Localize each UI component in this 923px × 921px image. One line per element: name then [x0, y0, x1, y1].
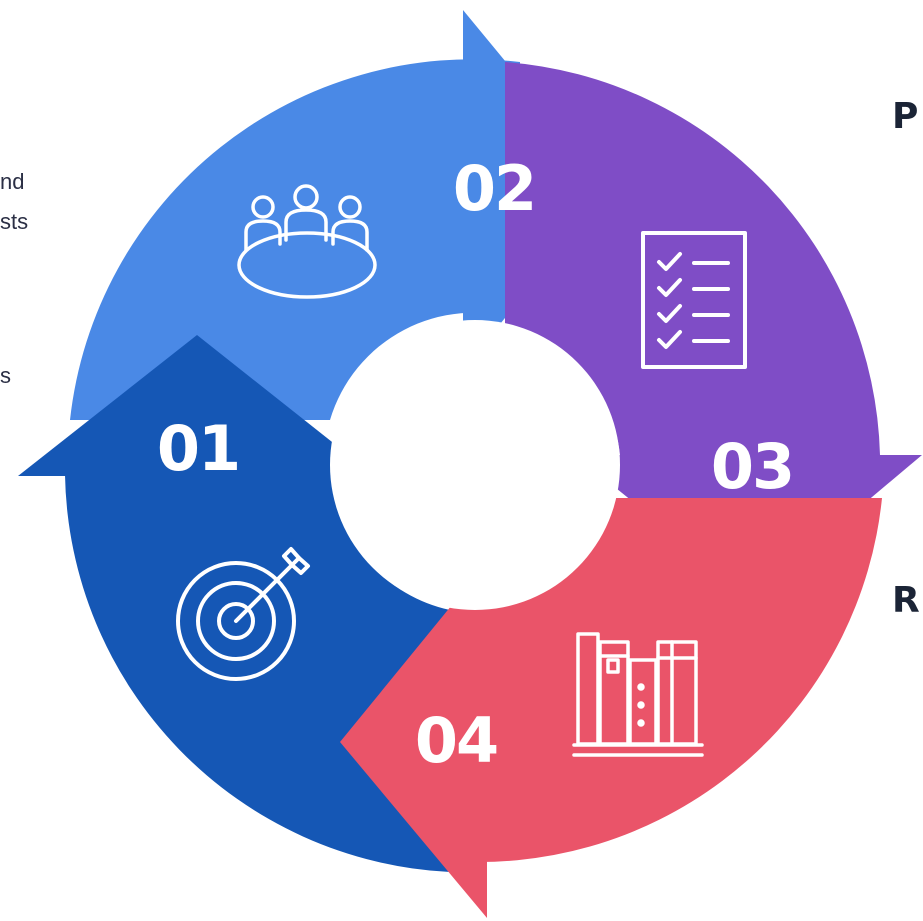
target-arrow-icon — [176, 547, 310, 681]
meeting-table-icon — [237, 184, 377, 299]
left-text-line-2: sts — [0, 209, 29, 234]
right-heading-top: P — [892, 96, 919, 137]
books-icon — [572, 632, 704, 757]
center-hole — [330, 320, 620, 610]
step-02-number: 02 — [453, 152, 535, 225]
checklist-icon — [641, 231, 747, 369]
step-04-segment — [340, 498, 882, 918]
step-01-number: 01 — [157, 412, 239, 485]
left-text-line-1: nd — [0, 169, 25, 194]
left-text-line-3: s — [0, 363, 11, 388]
step-04-number: 04 — [415, 704, 497, 777]
step-03-number: 03 — [711, 430, 793, 503]
right-heading-bottom: R — [892, 580, 920, 621]
